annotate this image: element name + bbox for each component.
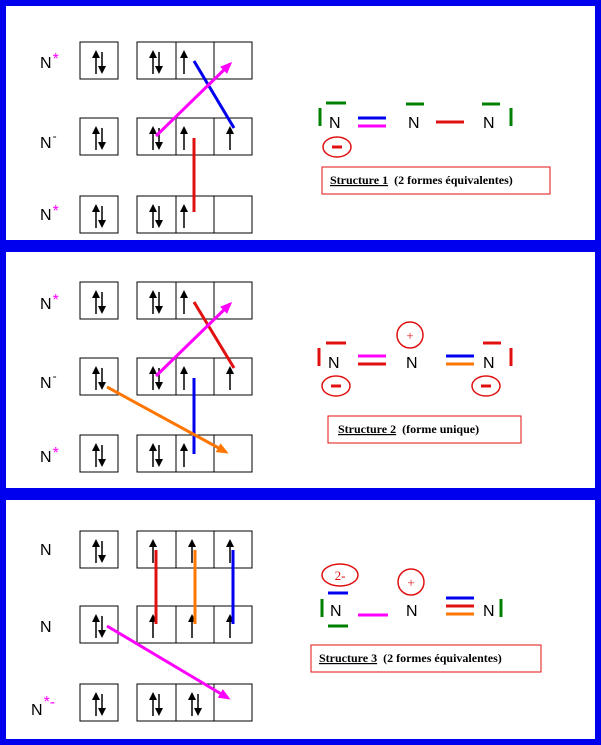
- structure-3-panel: N N N*-: [6, 500, 595, 739]
- orbital-row-2: [79, 357, 253, 396]
- atom-label-2: N-: [40, 369, 57, 392]
- electron-up-icon: [179, 289, 189, 315]
- orbital-row-3: [79, 683, 253, 722]
- electron-pair-icon: [91, 365, 107, 391]
- svg-text:N: N: [328, 355, 340, 372]
- electron-pair-icon: [148, 203, 164, 229]
- electron-pair-icon: [91, 538, 107, 564]
- positive-charge-icon: [396, 321, 424, 349]
- electron-up-icon: [179, 365, 189, 391]
- negative-charge-icon: [322, 136, 352, 158]
- orbital-row-2: [79, 117, 253, 156]
- orbital-row-2: [79, 605, 253, 644]
- electron-up-icon: [179, 49, 189, 75]
- atom-label-3: N*-: [31, 694, 55, 719]
- svg-text:+: +: [406, 328, 413, 343]
- electron-pair-icon: [148, 442, 164, 468]
- svg-text:Structure 2(forme unique): Structure 2(forme unique): [338, 422, 479, 436]
- electron-pair-icon: [91, 289, 107, 315]
- atom-label-1: N: [40, 542, 52, 559]
- structure-1-panel: N* N- N*: [6, 6, 595, 240]
- red-bond-line: [192, 301, 236, 369]
- structure-2-caption: Structure 2(forme unique): [327, 415, 522, 444]
- atom-label-3: N*: [40, 203, 59, 224]
- electron-pair-icon: [91, 125, 107, 151]
- negative-charge-icon: [471, 375, 501, 397]
- orange-arrow: [106, 385, 229, 454]
- structure-3-caption: Structure 3(2 formes équivalentes): [310, 644, 542, 673]
- structure-2-diagram: N* N- N*: [40, 281, 522, 473]
- svg-text:N: N: [408, 115, 420, 132]
- electron-pair-icon: [91, 613, 107, 639]
- orbital-row-1: [79, 530, 253, 569]
- svg-text:N: N: [483, 115, 495, 132]
- orbital-row-1: [79, 41, 253, 80]
- charge-2-minus-icon: [321, 563, 359, 587]
- negative-charge-icon: [321, 375, 351, 397]
- orbital-row-3: [79, 195, 253, 234]
- svg-text:N: N: [406, 603, 418, 620]
- structure-1-diagram: N* N- N*: [40, 41, 551, 234]
- svg-text:+: +: [407, 575, 414, 590]
- atom-label-1: N*: [40, 51, 59, 72]
- svg-text:N: N: [483, 603, 495, 620]
- structure-1-caption: Structure 1(2 formes équivalentes): [321, 166, 551, 195]
- electron-up-icon: [225, 125, 235, 151]
- electron-up-icon: [179, 203, 189, 229]
- lewis-structure-2: N N N +: [317, 321, 513, 397]
- structure-2-panel: N* N- N*: [6, 252, 595, 488]
- svg-text:N: N: [329, 115, 341, 132]
- electron-pair-icon: [187, 691, 203, 717]
- magenta-arrow: [154, 61, 233, 138]
- lewis-structure-1: N N N: [318, 101, 513, 158]
- svg-text:2-: 2-: [335, 568, 346, 583]
- orbital-row-3: [79, 434, 253, 473]
- electron-up-icon: [179, 442, 189, 468]
- electron-pair-icon: [91, 203, 107, 229]
- electron-pair-icon: [148, 289, 164, 315]
- svg-text:N: N: [483, 355, 495, 372]
- atom-label-3: N*: [40, 445, 59, 466]
- orbital-row-1: [79, 281, 253, 320]
- blue-bond-line: [192, 60, 236, 129]
- atom-label-2: N-: [40, 129, 57, 152]
- magenta-arrow: [154, 301, 233, 378]
- structure-3-diagram: N N N*-: [31, 530, 542, 722]
- electron-pair-icon: [91, 49, 107, 75]
- electron-pair-icon: [148, 49, 164, 75]
- electron-up-icon: [225, 365, 235, 391]
- svg-text:N: N: [406, 355, 418, 372]
- electron-up-icon: [179, 125, 189, 151]
- atom-label-2: N: [40, 619, 52, 636]
- svg-text:Structure 1(2 formes équivalen: Structure 1(2 formes équivalentes): [330, 173, 513, 187]
- lewis-structure-3: 2- + N N N: [320, 563, 503, 628]
- electron-pair-icon: [91, 691, 107, 717]
- electron-pair-icon: [91, 442, 107, 468]
- magenta-arrow: [106, 624, 231, 700]
- svg-text:N: N: [330, 603, 342, 620]
- atom-label-1: N*: [40, 292, 59, 313]
- svg-text:Structure 3(2 formes équivalen: Structure 3(2 formes équivalentes): [319, 651, 502, 665]
- positive-charge-icon: [397, 568, 425, 596]
- electron-pair-icon: [148, 691, 164, 717]
